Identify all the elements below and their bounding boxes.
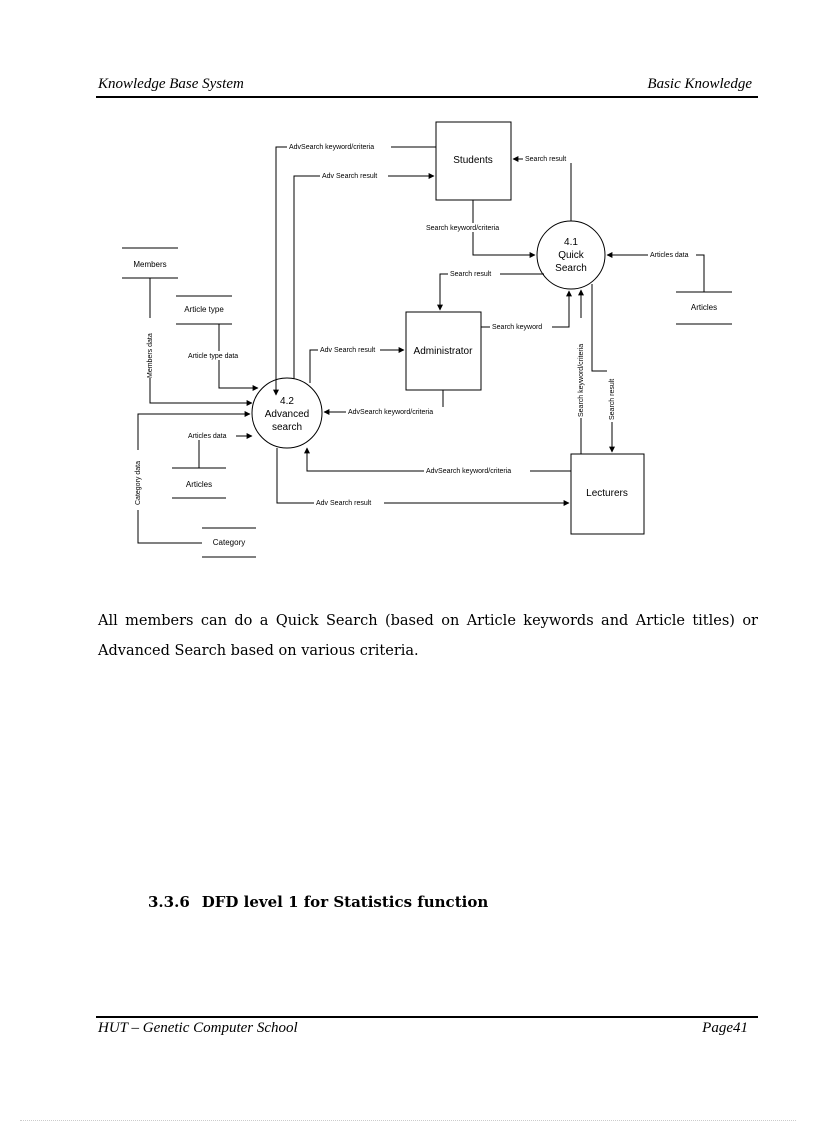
svg-text:AdvSearch keyword/criteria: AdvSearch keyword/criteria [289, 144, 374, 151]
entity-students: Students [435, 121, 512, 201]
flow-adv-keyword-lecturers: AdvSearch keyword/criteria [304, 447, 571, 475]
svg-text:Quick: Quick [558, 250, 585, 261]
footer-school: HUT – Genetic Computer School [98, 1020, 298, 1036]
svg-text:Administrator: Administrator [414, 346, 474, 357]
flow-adv-keyword-students: AdvSearch keyword/criteria [273, 142, 436, 396]
flow-article-type-data: Article type data [186, 324, 259, 391]
datastore-members: Members [122, 247, 178, 279]
process-quick-search: 4.1 Quick Search [536, 220, 606, 290]
flow-adv-keyword-admin: AdvSearch keyword/criteria [323, 390, 450, 416]
flow-members-data: Members data [144, 278, 253, 406]
svg-text:Adv Search result: Adv Search result [322, 173, 377, 180]
flow-search-result-students: Search result [512, 154, 575, 221]
dfd-diagram: Students Administrator Lecturers 4.1 Qui… [122, 121, 732, 558]
footer-rule [96, 1016, 758, 1018]
svg-text:4.2: 4.2 [280, 396, 294, 407]
svg-text:Search result: Search result [525, 156, 566, 163]
section-title: DFD level 1 for Statistics function [201, 893, 489, 911]
svg-text:Search result: Search result [450, 271, 491, 278]
footer-page-number: Page41 [702, 1020, 748, 1036]
svg-text:Lecturers: Lecturers [586, 488, 628, 499]
svg-text:Search result: Search result [609, 379, 616, 420]
flow-articles-data-quick: Articles data [606, 250, 705, 292]
svg-text:search: search [272, 422, 302, 433]
flow-search-keyword-students: Search keyword/criteria [424, 200, 536, 258]
svg-text:Members: Members [133, 260, 166, 269]
svg-text:AdvSearch keyword/criteria: AdvSearch keyword/criteria [426, 468, 511, 475]
svg-text:Articles: Articles [186, 480, 212, 489]
flow-search-keyword-admin: Search keyword [481, 290, 572, 331]
flow-search-keyword-lecturers: Search keyword/criteria [576, 289, 586, 454]
datastore-articles-right: Articles [676, 291, 732, 325]
svg-text:Articles data: Articles data [650, 252, 689, 259]
datastore-category: Category [202, 527, 256, 558]
entity-lecturers: Lecturers [570, 453, 645, 535]
body-paragraph: All members can do a Quick Search (based… [98, 613, 758, 659]
svg-text:Articles data: Articles data [188, 433, 227, 440]
svg-text:Adv Search result: Adv Search result [320, 347, 375, 354]
flow-category-data: Category data [132, 411, 251, 544]
svg-text:Advanced: Advanced [265, 409, 309, 420]
page-edge-dots [20, 1120, 796, 1121]
svg-text:Search keyword: Search keyword [492, 324, 542, 331]
svg-text:Adv Search result: Adv Search result [316, 500, 371, 507]
svg-text:Members data: Members data [147, 333, 154, 378]
flow-adv-result-lecturers: Adv Search result [276, 448, 570, 507]
flow-adv-result-students: Adv Search result [293, 171, 435, 379]
flow-adv-result-admin: Adv Search result [309, 345, 405, 383]
flow-articles-data-adv: Articles data [186, 431, 253, 468]
svg-text:Category: Category [213, 538, 245, 547]
section-heading: 3.3.6 DFD level 1 for Statistics function [148, 893, 488, 911]
svg-text:AdvSearch keyword/criteria: AdvSearch keyword/criteria [348, 409, 433, 416]
svg-text:Articles: Articles [691, 303, 717, 312]
header-document-title: Knowledge Base System [98, 76, 244, 92]
entity-administrator: Administrator [405, 311, 482, 391]
datastore-article-type: Article type [176, 295, 232, 325]
process-advanced-search: 4.2 Advanced search [251, 377, 323, 449]
svg-text:Search keyword/criteria: Search keyword/criteria [578, 344, 585, 417]
svg-text:Search: Search [555, 263, 587, 274]
flow-search-result-admin: Search result [437, 269, 544, 311]
svg-text:Students: Students [453, 155, 492, 166]
section-number: 3.3.6 [148, 893, 190, 911]
datastore-articles-left: Articles [172, 467, 226, 499]
svg-text:Article type: Article type [184, 305, 224, 314]
svg-text:Article type data: Article type data [188, 353, 238, 360]
svg-text:Search keyword/criteria: Search keyword/criteria [426, 225, 499, 232]
header-rule [96, 96, 758, 98]
flow-search-result-lecturers: Search result [591, 284, 617, 453]
svg-text:4.1: 4.1 [564, 237, 578, 248]
svg-text:Category data: Category data [135, 461, 142, 505]
header-chapter-title: Basic Knowledge [647, 76, 752, 92]
